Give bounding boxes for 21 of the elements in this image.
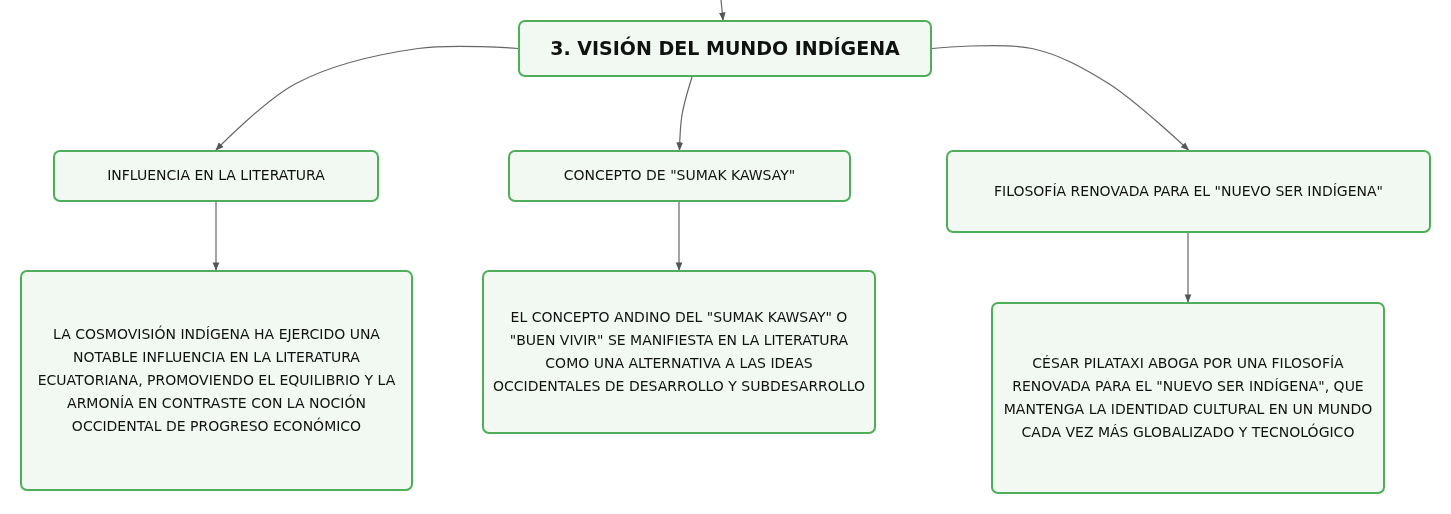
- connector-arrow: [676, 76, 693, 151]
- node-text: FILOSOFÍA RENOVADA PARA EL "NUEVO SER INDÍGENA": [993, 181, 1384, 201]
- connector-arrow: [718, 0, 726, 21]
- concept-box: [482, 270, 876, 434]
- node-text: EL CONCEPTO ANDINO DEL "SUMAK KAWSAY" O "BUEN VIVIR" SE MANIFIESTA EN LA LITERATURA COMO UNA ALTERNATIVA A LAS IDEAS OCCIDENTALES DE DESARROLLO Y SUBDESARROLLO: [492, 307, 866, 397]
- connector-arrow: [1184, 232, 1192, 303]
- connector-arrow: [212, 201, 220, 271]
- node-text: CÉSAR PILATAXI ABOGA POR UNA FILOSOFÍA RENOVADA PARA EL "NUEVO SER INDÍGENA", QUE MANTENGA LA IDENTIDAD CULTURAL EN UN MUNDO CADA VEZ MÁS GLOBALIZADO Y TECNOLÓGICO: [1002, 353, 1374, 443]
- node-text: INFLUENCIA EN LA LITERATURA: [107, 166, 325, 186]
- connector-arrow: [931, 44, 1190, 151]
- concept-box: [53, 150, 379, 202]
- concept-box: [946, 150, 1431, 233]
- node-text: 3. VISIÓN DEL MUNDO INDÍGENA: [550, 35, 900, 61]
- connector-arrow: [215, 45, 519, 151]
- concept-box: [20, 270, 413, 491]
- concept-box: [991, 302, 1385, 494]
- topic-box: [518, 20, 932, 77]
- concept-box: [508, 150, 851, 202]
- connector-arrow: [675, 201, 683, 271]
- node-text: CONCEPTO DE "SUMAK KAWSAY": [563, 166, 796, 186]
- node-text: LA COSMOVISIÓN INDÍGENA HA EJERCIDO UNA NOTABLE INFLUENCIA EN LA LITERATURA ECUATORIANA, PROMOVIENDO EL EQUILIBRIO Y LA ARMONÍA EN CONTRASTE CON LA NOCIÓN OCCIDENTAL DE PROGRESO ECONÓMICO: [36, 324, 397, 437]
